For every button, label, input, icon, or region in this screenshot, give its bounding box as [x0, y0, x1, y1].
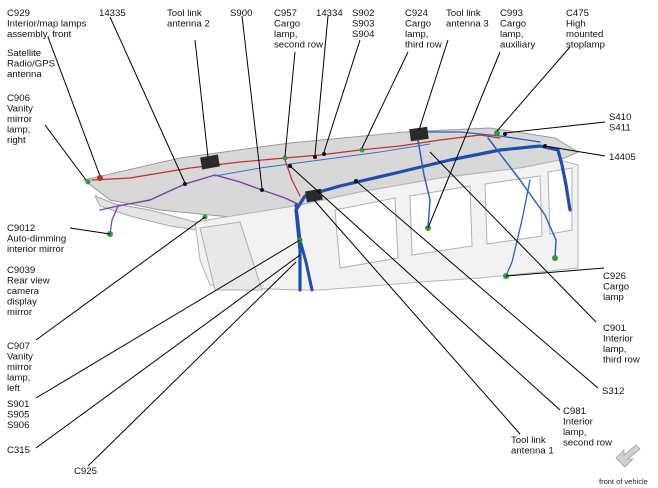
label-c925: C925 [74, 466, 97, 477]
components [85, 126, 558, 279]
label-s900: S900 [230, 8, 252, 19]
splice-14334 [313, 155, 317, 159]
label-c981: C981 Interior lamp, second row [563, 406, 612, 449]
splice-s900 [260, 188, 264, 192]
blue-harness-branch-top [419, 131, 541, 143]
blue-harness-lower [294, 203, 314, 292]
side-window-1 [334, 197, 399, 269]
label-tool-link-antenna-1: Tool link antenna 1 [511, 435, 554, 457]
blue-harness-branch-aux [417, 139, 431, 229]
label-c957: C957 Cargo lamp, second row [274, 8, 323, 51]
label-s901-s905-s906: S901 S905 S906 [7, 399, 32, 431]
label-c901: C901 Interior lamp, third row [603, 323, 640, 366]
label-tool-link-antenna-3: Tool link antenna 3 [446, 8, 489, 30]
callout-labels: C929 Interior/map lamps assembly, front … [7, 8, 640, 477]
label-c924: C924 Cargo lamp, third row [405, 8, 442, 51]
label-s902-s903-s904: S902 S903 S904 [352, 8, 377, 40]
splice-14335 [183, 182, 187, 186]
side-window-3 [484, 175, 543, 245]
front-of-vehicle-indicator: front of vehicle [599, 444, 648, 486]
connector-c906 [85, 179, 91, 185]
connector-c924 [359, 147, 365, 153]
label-tool-link-antenna-2: Tool link antenna 2 [167, 8, 210, 30]
label-14405: 14405 [609, 152, 636, 163]
splice-s902 [322, 152, 326, 156]
red-harness [91, 134, 501, 181]
label-c9039: C9039 Rear view camera display mirror [7, 265, 52, 318]
thin-blue-wire [214, 143, 431, 177]
label-c907: C907 Vanity mirror lamp, left [7, 341, 36, 394]
side-window-2 [409, 185, 473, 256]
label-c906: C906 Vanity mirror lamp, right [7, 93, 36, 146]
label-s410-s411: S410 S411 [609, 112, 634, 134]
label-14335: 14335 [99, 8, 126, 19]
tool-link-antenna-3-module [409, 126, 429, 142]
purple-harness [99, 174, 301, 211]
label-c475: C475 High mounted stoplamp [566, 8, 606, 51]
stoplamp-connector [494, 130, 500, 136]
connector-c957 [282, 155, 288, 161]
label-c993: C993 Cargo lamp, auxiliary [500, 8, 535, 51]
label-satellite-radio-gps-antenna: Satellite Radio/GPS antenna [7, 48, 58, 80]
label-s312: S312 [602, 386, 624, 397]
label-14334: 14334 [316, 8, 343, 19]
map-lamp-connector [97, 175, 103, 181]
a-pillar [199, 221, 263, 291]
blue-harness-branch-rear [487, 137, 557, 259]
vehicle-body [82, 127, 580, 291]
wiring-harnesses [91, 131, 572, 292]
front-of-vehicle-label: front of vehicle [599, 477, 648, 486]
leader-lines [35, 15, 606, 467]
front-arrow-icon [615, 444, 641, 468]
label-c315: C315 [7, 445, 30, 456]
label-c926: C926 Cargo lamp [603, 271, 632, 303]
connector-c901 [552, 255, 558, 261]
label-c9012: C9012 Auto-dimming interior mirror [7, 223, 69, 255]
purple-harness-mirror [109, 205, 119, 235]
tool-link-antenna-2-module [200, 154, 220, 170]
label-c929: C929 Interior/map lamps assembly, front [7, 8, 89, 40]
red-harness-drop [284, 159, 301, 197]
